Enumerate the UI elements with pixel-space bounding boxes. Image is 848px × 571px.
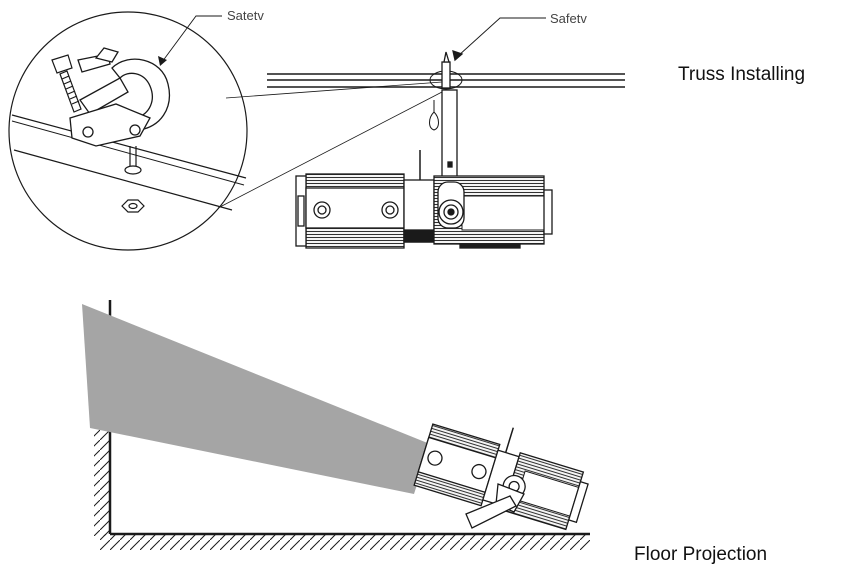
clamp-detail-magnifier [8,11,443,251]
truss-safety-label: Safetv [550,11,587,26]
truss-fixture [295,17,553,249]
clamp-callout-leader [161,15,222,63]
clamp-bolt [51,54,82,113]
light-beam [82,304,430,494]
floor-stand [465,495,517,529]
half-coupler-clamp [69,47,170,147]
floor-fixture [413,423,589,531]
fixing-nut [121,146,145,213]
zoom-leader-top [225,81,443,99]
arrowhead-icon [452,50,464,62]
safety-callout-leader [457,17,546,57]
mounting-plate [11,114,247,211]
floor-projection-scene [82,300,590,550]
truss-installing-title: Truss Installing [678,64,806,85]
zoom-leader-bottom [217,91,443,209]
arrowhead-icon [158,56,167,66]
clamp-safety-label: Satetv [227,8,264,23]
floor-hatch [100,534,590,550]
floor-projection-title: Floor Projection [634,544,768,565]
